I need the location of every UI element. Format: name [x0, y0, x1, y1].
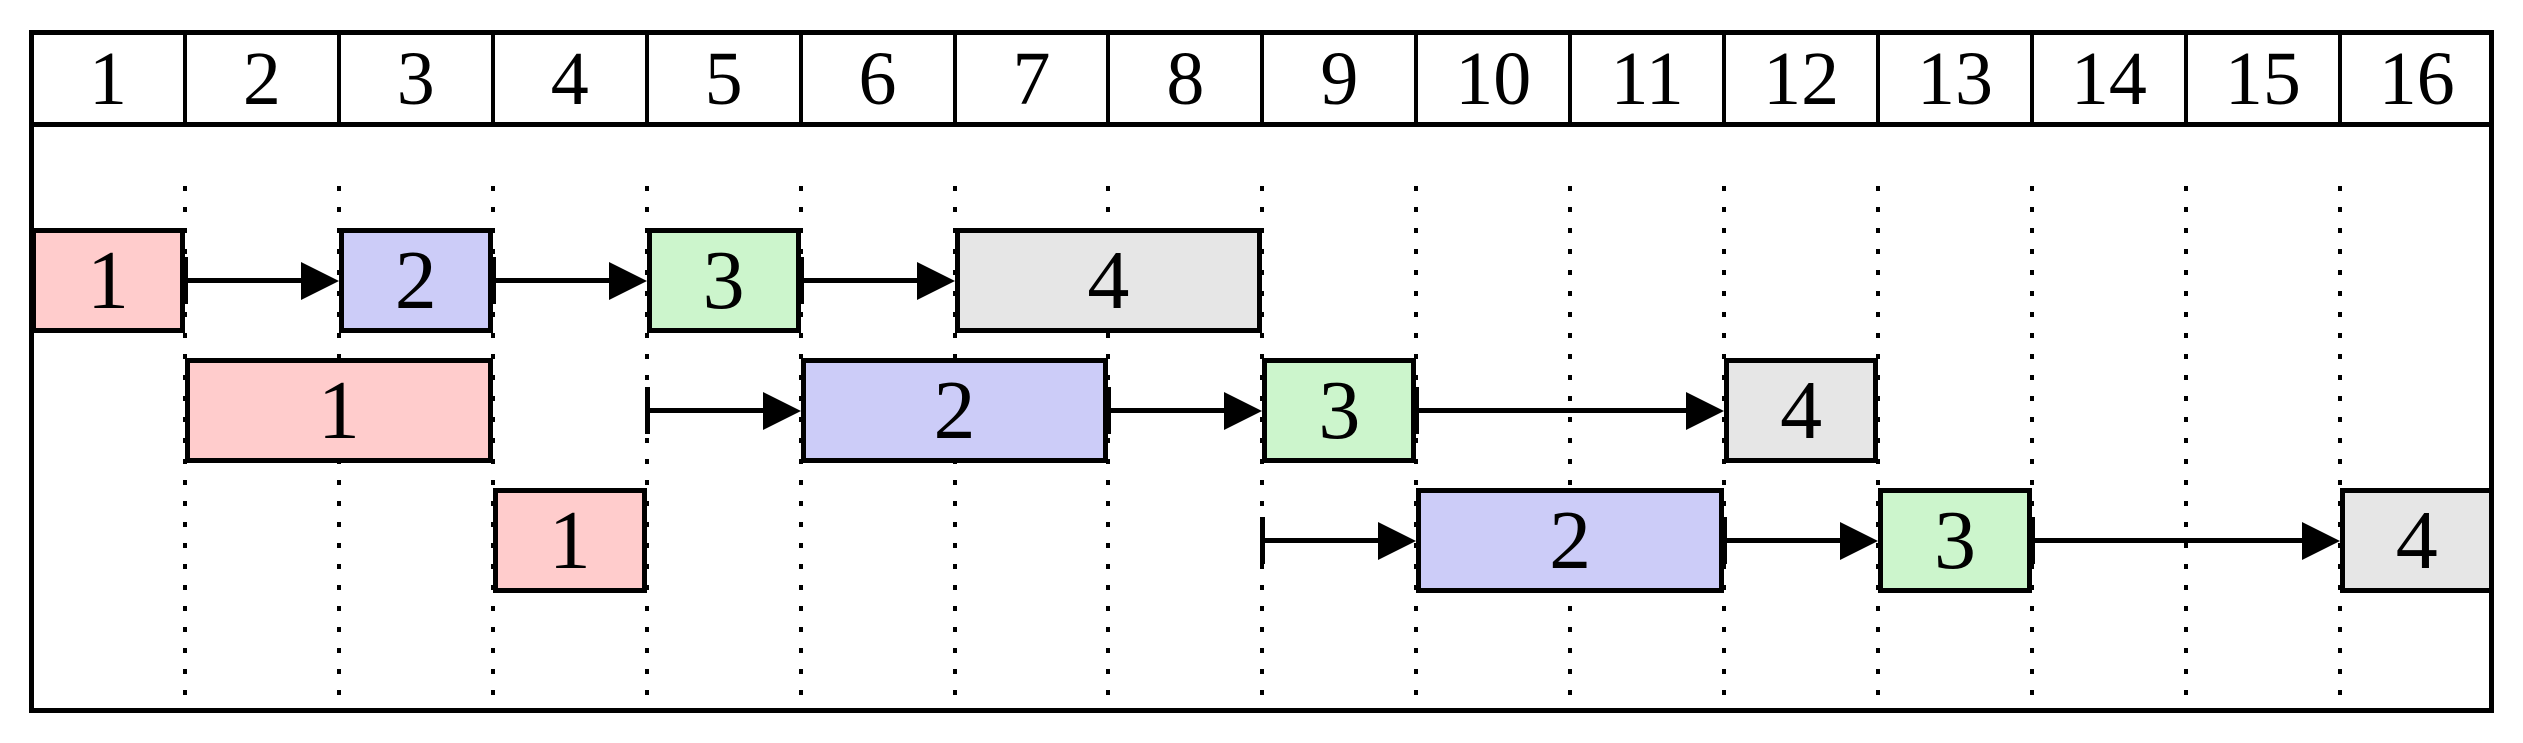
- time-slot-header-2: 2: [242, 36, 281, 121]
- job-1-stage4-box: 4: [954, 228, 1263, 333]
- job-1-stage2-box: 2: [338, 228, 493, 333]
- time-slot-header-1: 1: [88, 36, 127, 121]
- ruler-cell-divider: [490, 35, 495, 122]
- ruler-cell-divider: [644, 35, 649, 122]
- dotted-gridline: [490, 186, 495, 702]
- arrow-line: [2031, 538, 2306, 543]
- arrow-line: [1416, 408, 1691, 413]
- arrow-line: [646, 408, 767, 413]
- arrow-head: [2301, 521, 2340, 560]
- ruler-separator-line: [29, 122, 2494, 127]
- job-2-stage1-box: 1: [184, 358, 493, 463]
- time-slot-header-3: 3: [396, 36, 435, 121]
- time-slot-header-4: 4: [550, 36, 589, 121]
- time-slot-header-11: 11: [1610, 36, 1684, 121]
- arrow-head: [300, 261, 339, 300]
- arrow-head: [608, 261, 647, 300]
- dotted-gridline: [644, 186, 649, 702]
- time-slot-header-6: 6: [858, 36, 897, 121]
- ruler-cell-divider: [336, 35, 341, 122]
- arrow-head: [1840, 521, 1879, 560]
- time-slot-header-13: 13: [1916, 36, 1993, 121]
- arrow-head: [1378, 521, 1417, 560]
- dotted-gridline: [1876, 186, 1881, 702]
- job-2-stage3-box: 3: [1262, 358, 1417, 463]
- ruler-cell-divider: [798, 35, 803, 122]
- job-1-stage1-box: 1: [31, 228, 185, 333]
- ruler-cell-divider: [1876, 35, 1881, 122]
- job-3-stage2-box: 2: [1416, 488, 1725, 593]
- ruler-cell-divider: [1260, 35, 1265, 122]
- dotted-gridline: [1414, 186, 1419, 702]
- dotted-gridline: [2183, 186, 2188, 702]
- time-slot-header-7: 7: [1012, 36, 1051, 121]
- ruler-cell-divider: [1106, 35, 1111, 122]
- arrow-line: [800, 278, 921, 283]
- arrow-line: [1262, 538, 1383, 543]
- arrow-head: [1686, 391, 1725, 430]
- arrow-line: [492, 278, 613, 283]
- ruler-cell-divider: [1568, 35, 1573, 122]
- dotted-gridline: [2337, 186, 2342, 702]
- arrow-head: [1224, 391, 1263, 430]
- ruler-cell-divider: [2337, 35, 2342, 122]
- ruler-cell-divider: [182, 35, 187, 122]
- time-slot-header-14: 14: [2070, 36, 2147, 121]
- job-3-stage3-box: 3: [1878, 488, 2032, 593]
- time-slot-header-9: 9: [1320, 36, 1359, 121]
- job-2-stage4-box: 4: [1724, 358, 1879, 463]
- ruler-cell-divider: [952, 35, 957, 122]
- time-slot-header-15: 15: [2224, 36, 2301, 121]
- job-3-stage1-box: 1: [492, 488, 647, 593]
- dotted-gridline: [1568, 186, 1573, 702]
- job-3-stage4-box: 4: [2339, 488, 2494, 593]
- time-slot-header-12: 12: [1763, 36, 1840, 121]
- time-slot-header-10: 10: [1455, 36, 1532, 121]
- job-2-stage2-box: 2: [800, 358, 1109, 463]
- diagram-frame: [29, 30, 2494, 713]
- time-slot-header-5: 5: [704, 36, 743, 121]
- arrow-head: [916, 261, 955, 300]
- job-1-stage3-box: 3: [646, 228, 801, 333]
- arrow-line: [1108, 408, 1229, 413]
- ruler-cell-divider: [2183, 35, 2188, 122]
- dotted-gridline: [1106, 186, 1111, 702]
- time-slot-header-16: 16: [2378, 36, 2455, 121]
- dotted-gridline: [2029, 186, 2034, 702]
- arrow-head: [762, 391, 801, 430]
- ruler-cell-divider: [2029, 35, 2034, 122]
- ruler-cell-divider: [1722, 35, 1727, 122]
- time-slot-header-8: 8: [1166, 36, 1205, 121]
- ruler-cell-divider: [1414, 35, 1419, 122]
- arrow-line: [1724, 538, 1845, 543]
- arrow-line: [184, 278, 305, 283]
